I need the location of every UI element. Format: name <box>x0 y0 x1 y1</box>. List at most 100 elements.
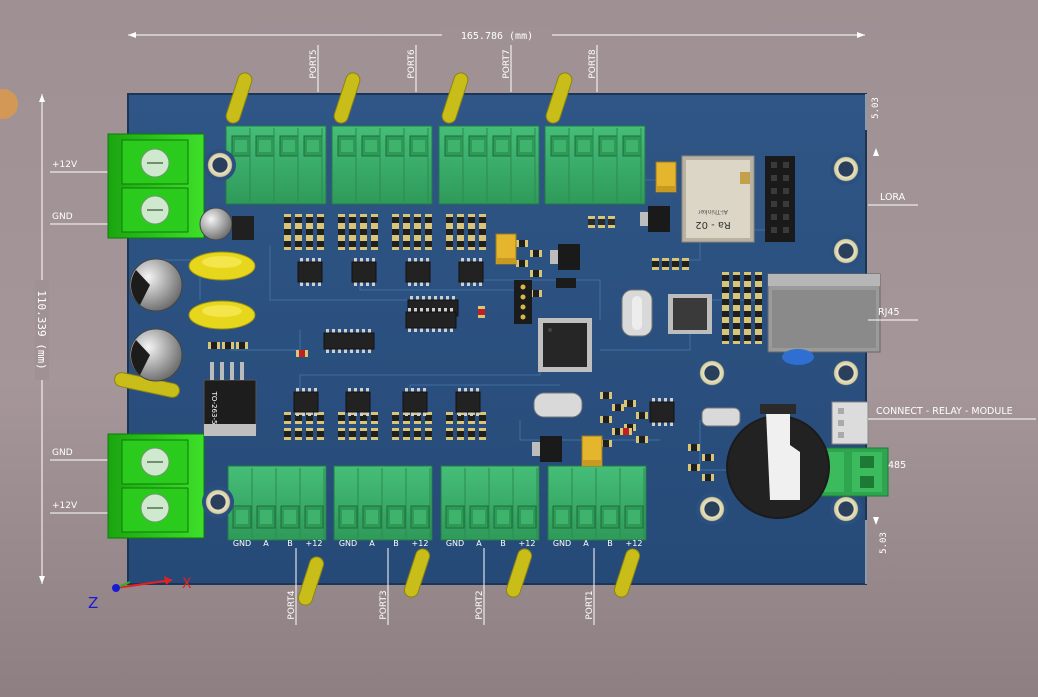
regulator-to263: TO-263-5 <box>203 362 257 436</box>
smd-part <box>306 226 313 238</box>
smd-part <box>338 226 345 238</box>
ic-chip <box>345 388 371 416</box>
smd-part <box>598 216 605 228</box>
svg-text:+12V: +12V <box>52 501 78 511</box>
width-label: 165.786 (mm) <box>461 31 533 42</box>
svg-text:5.03: 5.03 <box>871 97 881 119</box>
smd-part <box>722 296 729 308</box>
smd-part <box>446 214 453 226</box>
smd-part <box>414 238 421 250</box>
ic-chip <box>405 308 457 332</box>
axis-indicator: X Z <box>88 576 192 612</box>
smd-part <box>478 306 485 318</box>
prog-header <box>514 278 576 324</box>
smd-part <box>744 320 751 332</box>
svg-text:Ra - 02: Ra - 02 <box>695 219 731 230</box>
mounting-holes <box>202 149 862 525</box>
smd-part <box>744 272 751 284</box>
smd-part <box>317 226 324 238</box>
smd-part <box>457 238 464 250</box>
rj45-jack[interactable] <box>767 273 881 365</box>
smd-part <box>360 412 367 424</box>
smd-part <box>414 214 421 226</box>
smd-part <box>688 464 700 471</box>
smd-part <box>317 238 324 250</box>
smd-part <box>755 320 762 332</box>
terminal-block-port8[interactable] <box>544 125 646 205</box>
top-terminal-blocks <box>225 125 646 205</box>
pin-label: GND <box>553 539 571 548</box>
smd-part <box>733 308 740 320</box>
smd-part <box>403 238 410 250</box>
port6-label: PORT6 <box>407 45 417 92</box>
lora-module-ra02: Ra - 02 Ai-Thinker <box>681 155 755 243</box>
smd-part <box>457 226 464 238</box>
smd-part <box>360 238 367 250</box>
smd-part <box>479 412 486 424</box>
header-pin <box>783 175 789 181</box>
smd-part <box>371 238 378 250</box>
smd-part <box>608 216 615 228</box>
smd-part <box>468 428 475 440</box>
smd-part <box>516 240 528 247</box>
pin-label: GND <box>446 539 464 548</box>
power-terminal-top[interactable] <box>107 133 205 239</box>
smd-part <box>468 214 475 226</box>
smd-part <box>636 412 648 419</box>
relay-connector[interactable] <box>831 401 869 445</box>
pin-label: +12 <box>626 539 643 548</box>
smd-part <box>338 428 345 440</box>
terminal-block-port5[interactable] <box>225 125 327 205</box>
smd-part <box>733 332 740 344</box>
svg-text:PORT1: PORT1 <box>585 590 595 619</box>
smd-part <box>284 428 291 440</box>
pin-label: B <box>607 539 613 548</box>
smd-part <box>755 296 762 308</box>
smd-part <box>284 214 291 226</box>
smd-part <box>425 412 432 424</box>
height-label: 110.339 (mm) <box>35 290 48 369</box>
smd-part <box>612 404 624 411</box>
header-pin <box>771 162 777 168</box>
header-pin <box>783 227 789 233</box>
toroid-inductors <box>188 251 256 330</box>
svg-text:PORT8: PORT8 <box>588 49 598 79</box>
dimension-height: 110.339 (mm) <box>35 94 49 584</box>
power-terminal-bottom[interactable] <box>107 433 205 539</box>
smd-part <box>733 272 740 284</box>
rs485-label: 485 <box>888 460 906 471</box>
buzzer <box>726 404 830 519</box>
terminal-block-port7[interactable] <box>438 125 540 205</box>
smd-part <box>688 444 700 451</box>
smd-part <box>588 216 595 228</box>
smd-part <box>425 214 432 226</box>
smd-part <box>446 428 453 440</box>
smd-part <box>349 226 356 238</box>
smd-part <box>744 296 751 308</box>
smd-part <box>662 258 669 270</box>
smd-part <box>600 416 612 423</box>
smd-part <box>392 412 399 424</box>
terminal-block-port6[interactable] <box>331 125 433 205</box>
pin-label: GND <box>339 539 357 548</box>
pin-label: B <box>393 539 399 548</box>
header-pin <box>771 175 777 181</box>
smd-part <box>722 272 729 284</box>
smd-part <box>722 332 729 344</box>
header-pin <box>771 201 777 207</box>
smd-part <box>530 270 542 277</box>
dimension-edge-top: 5.03 <box>865 94 881 156</box>
power-labels: +12V GND GND +12V <box>50 160 150 514</box>
smd-part <box>744 284 751 296</box>
ic-chip <box>351 258 377 286</box>
header-pin <box>783 188 789 194</box>
header-pin <box>783 162 789 168</box>
smd-part <box>744 308 751 320</box>
smd-part <box>755 308 762 320</box>
transistor <box>550 244 580 270</box>
